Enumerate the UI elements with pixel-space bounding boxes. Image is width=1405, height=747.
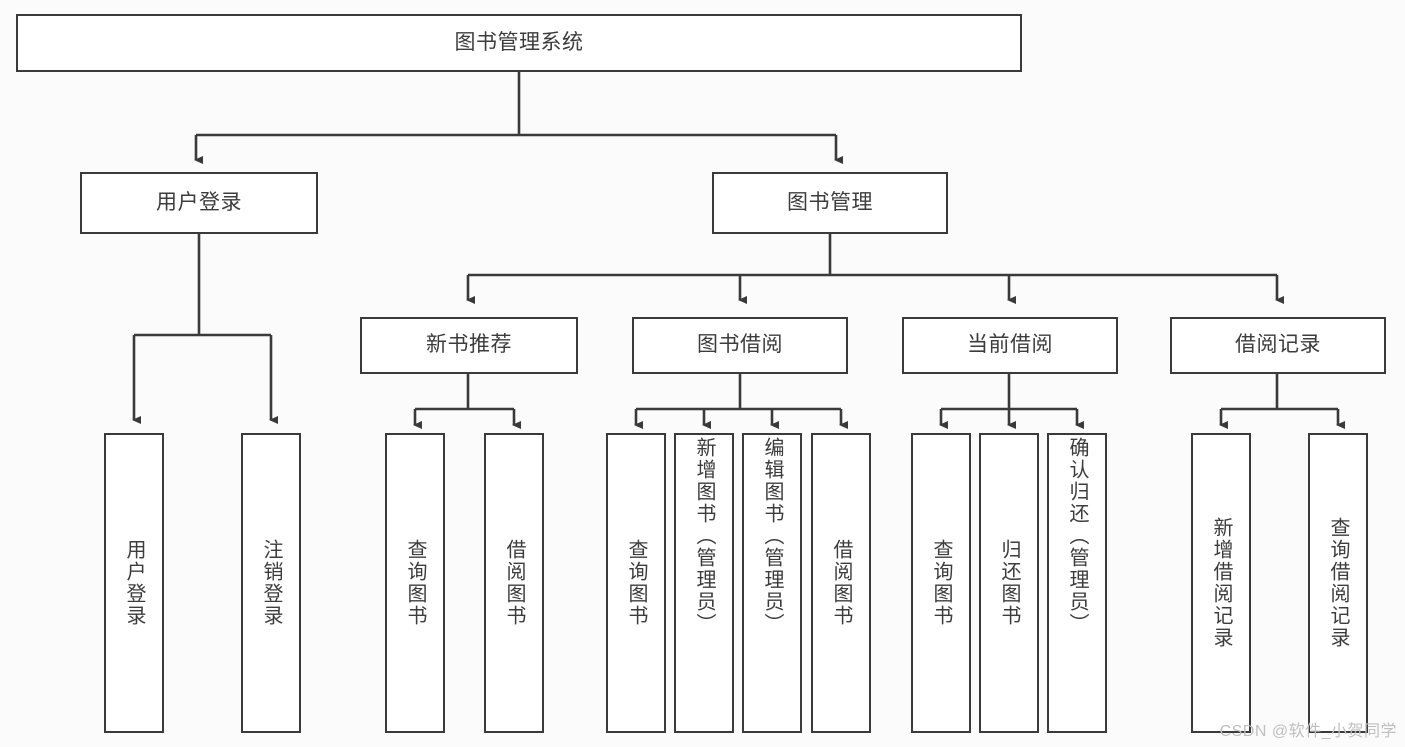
node-borrow-records-label: 借阅记录 — [1235, 333, 1321, 357]
leaf-logout[interactable]: 注销登录 — [241, 433, 301, 733]
leaf-query-book-borrow[interactable]: 查询图书 — [606, 433, 666, 733]
node-user-login[interactable]: 用户登录 — [80, 172, 318, 234]
node-book-borrow-label: 图书借阅 — [697, 333, 783, 357]
leaf-confirm-return-admin-label: 确认归还（管理员） — [1066, 437, 1088, 635]
leaf-borrow-book[interactable]: 借阅图书 — [811, 433, 871, 733]
node-current-borrow-label: 当前借阅 — [967, 333, 1053, 357]
leaf-edit-book-admin[interactable]: 编辑图书（管理员） — [742, 433, 802, 733]
node-book-management-label: 图书管理 — [787, 190, 873, 214]
node-new-book-recommend-label: 新书推荐 — [426, 333, 512, 357]
leaf-edit-book-admin-label: 编辑图书（管理员） — [761, 437, 783, 635]
leaf-borrow-book-recommend[interactable]: 借阅图书 — [484, 433, 544, 733]
leaf-add-book-admin[interactable]: 新增图书（管理员） — [674, 433, 734, 733]
leaf-query-book-borrow-label: 查询图书 — [625, 539, 647, 627]
node-user-login-label: 用户登录 — [156, 190, 242, 214]
leaf-borrow-book-label: 借阅图书 — [830, 539, 852, 627]
leaf-user-login[interactable]: 用户登录 — [104, 433, 164, 733]
leaf-return-book[interactable]: 归还图书 — [979, 433, 1039, 733]
node-root[interactable]: 图书管理系统 — [16, 14, 1022, 72]
leaf-add-borrow-record-label: 新增借阅记录 — [1210, 517, 1232, 649]
leaf-query-borrow-record-label: 查询借阅记录 — [1327, 517, 1349, 649]
leaf-query-book-current[interactable]: 查询图书 — [911, 433, 971, 733]
leaf-confirm-return-admin[interactable]: 确认归还（管理员） — [1047, 433, 1107, 733]
node-current-borrow[interactable]: 当前借阅 — [902, 317, 1118, 374]
node-borrow-records[interactable]: 借阅记录 — [1170, 317, 1386, 374]
leaf-user-login-label: 用户登录 — [123, 539, 145, 627]
leaf-query-book-recommend[interactable]: 查询图书 — [385, 433, 445, 733]
node-new-book-recommend[interactable]: 新书推荐 — [360, 317, 578, 374]
leaf-query-book-current-label: 查询图书 — [930, 539, 952, 627]
leaf-query-borrow-record[interactable]: 查询借阅记录 — [1308, 433, 1368, 733]
leaf-add-book-admin-label: 新增图书（管理员） — [693, 437, 715, 635]
node-book-borrow[interactable]: 图书借阅 — [632, 317, 848, 374]
leaf-query-book-recommend-label: 查询图书 — [404, 539, 426, 627]
leaf-logout-label: 注销登录 — [260, 539, 282, 627]
node-book-management[interactable]: 图书管理 — [712, 172, 948, 234]
leaf-borrow-book-recommend-label: 借阅图书 — [503, 539, 525, 627]
csdn-watermark: CSDN @软件_小贺同学 — [1219, 723, 1397, 740]
leaf-add-borrow-record[interactable]: 新增借阅记录 — [1191, 433, 1251, 733]
leaf-return-book-label: 归还图书 — [998, 539, 1020, 627]
node-root-label: 图书管理系统 — [454, 30, 584, 54]
